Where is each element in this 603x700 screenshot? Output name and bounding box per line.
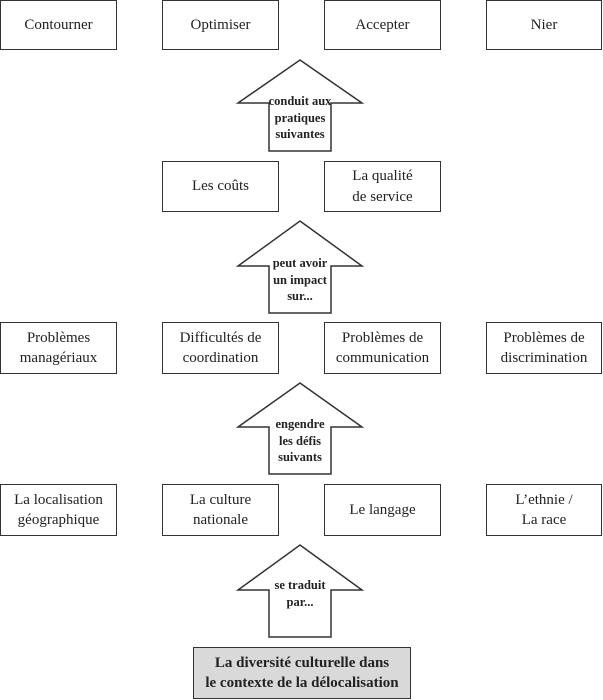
box-qualite-service: La qualité de service	[324, 161, 441, 212]
box-langage: Le langage	[324, 484, 441, 536]
box-difficultes-coordination: Difficultés de coordination	[162, 322, 279, 374]
arrow-label-1: conduit aux pratiques suivantes	[268, 93, 332, 142]
arrow-label-4: se traduit par...	[274, 578, 326, 609]
root-box: La diversité culturelle dans le contexte…	[193, 647, 411, 699]
box-les-couts: Les coûts	[162, 161, 279, 212]
up-arrow-4	[235, 544, 365, 638]
box-optimiser: Optimiser	[162, 0, 279, 50]
arrow-label-3: engendre les défis suivants	[275, 416, 325, 465]
up-arrow-2	[235, 220, 365, 314]
box-accepter: Accepter	[324, 0, 441, 50]
box-culture-nationale: La culture nationale	[162, 484, 279, 536]
box-contourner: Contourner	[0, 0, 117, 50]
box-ethnie-race: L’ethnie / La race	[486, 484, 602, 536]
box-problemes-communication: Problèmes de communication	[324, 322, 441, 374]
up-arrow-3	[235, 382, 365, 475]
box-localisation-geographique: La localisation géographique	[0, 484, 117, 536]
box-nier: Nier	[486, 0, 602, 50]
up-arrow-1	[235, 59, 365, 152]
arrow-label-2: peut avoir un impact sur...	[272, 255, 328, 304]
box-problemes-manageriaux: Problèmes managériaux	[0, 322, 117, 374]
box-problemes-discrimination: Problèmes de discrimination	[486, 322, 602, 374]
